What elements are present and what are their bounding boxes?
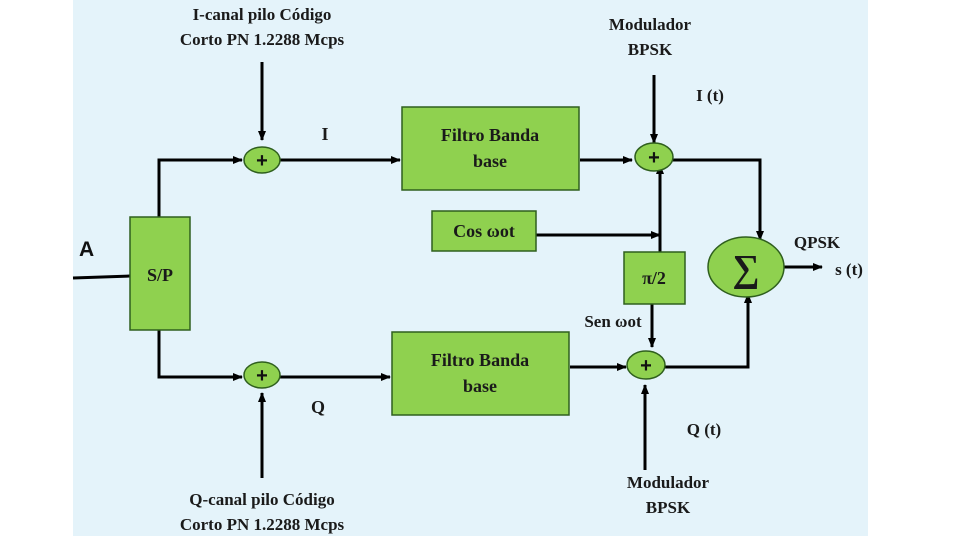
input-label: A [79,238,94,261]
i-branch-label: I [321,124,328,144]
i-pilot-adder: + [243,146,281,174]
i-pilot-label-line2: Corto PN 1.2288 Mcps [180,30,345,49]
input-line [72,274,131,280]
filter-bottom-block: Filtro Banda base [391,331,570,416]
i-modulator-adder: + [634,142,674,172]
summation-node: ∑ [707,236,785,298]
mod-bottom-label-line2: BPSK [646,498,691,517]
sigma-icon: ∑ [732,248,759,290]
sp-block-label: S/P [147,265,173,285]
filter-bottom-label-line2: base [463,376,497,396]
mod-bottom-label-line1: Modulador [627,473,710,492]
filter-bottom-label-line1: Filtro Banda [431,350,529,370]
filter-top-label-line1: Filtro Banda [441,125,539,145]
q-pilot-label-line1: Q-canal pilo Código [189,490,334,509]
cos-block: Cos ωot [431,210,537,252]
sp-block: S/P [129,216,191,331]
it-label: I (t) [696,86,724,105]
adder-plus-icon: + [648,147,660,169]
q-modulator-adder: + [626,350,666,380]
cos-block-label: Cos ωot [453,221,515,241]
mod-top-label-line1: Modulador [609,15,692,34]
adder-plus-icon: + [256,365,268,387]
connections [72,62,823,478]
output-label: s (t) [835,260,863,279]
mod-top-label-line2: BPSK [628,40,673,59]
phase-shift-block: π/2 [623,251,686,305]
filter-top-label-line2: base [473,151,507,171]
sp-to-top-adder-line [157,156,243,217]
sen-label: Sen ωot [584,312,642,331]
adder-plus-icon: + [256,150,268,172]
filter-top-block: Filtro Banda base [401,106,580,191]
top-mod-to-sum-line [672,158,764,241]
adder-plus-icon: + [640,355,652,377]
q-pilot-adder: + [243,361,281,389]
sp-to-bottom-adder-line [157,330,243,381]
q-branch-label: Q [311,397,325,417]
qpsk-label: QPSK [794,233,841,252]
i-pilot-label-line1: I-canal pilo Código [193,5,332,24]
q-pilot-label-line2: Corto PN 1.2288 Mcps [180,515,345,534]
qt-label: Q (t) [687,420,721,439]
bottom-mod-to-sum-line [664,293,752,369]
phase-shift-label: π/2 [642,268,666,288]
